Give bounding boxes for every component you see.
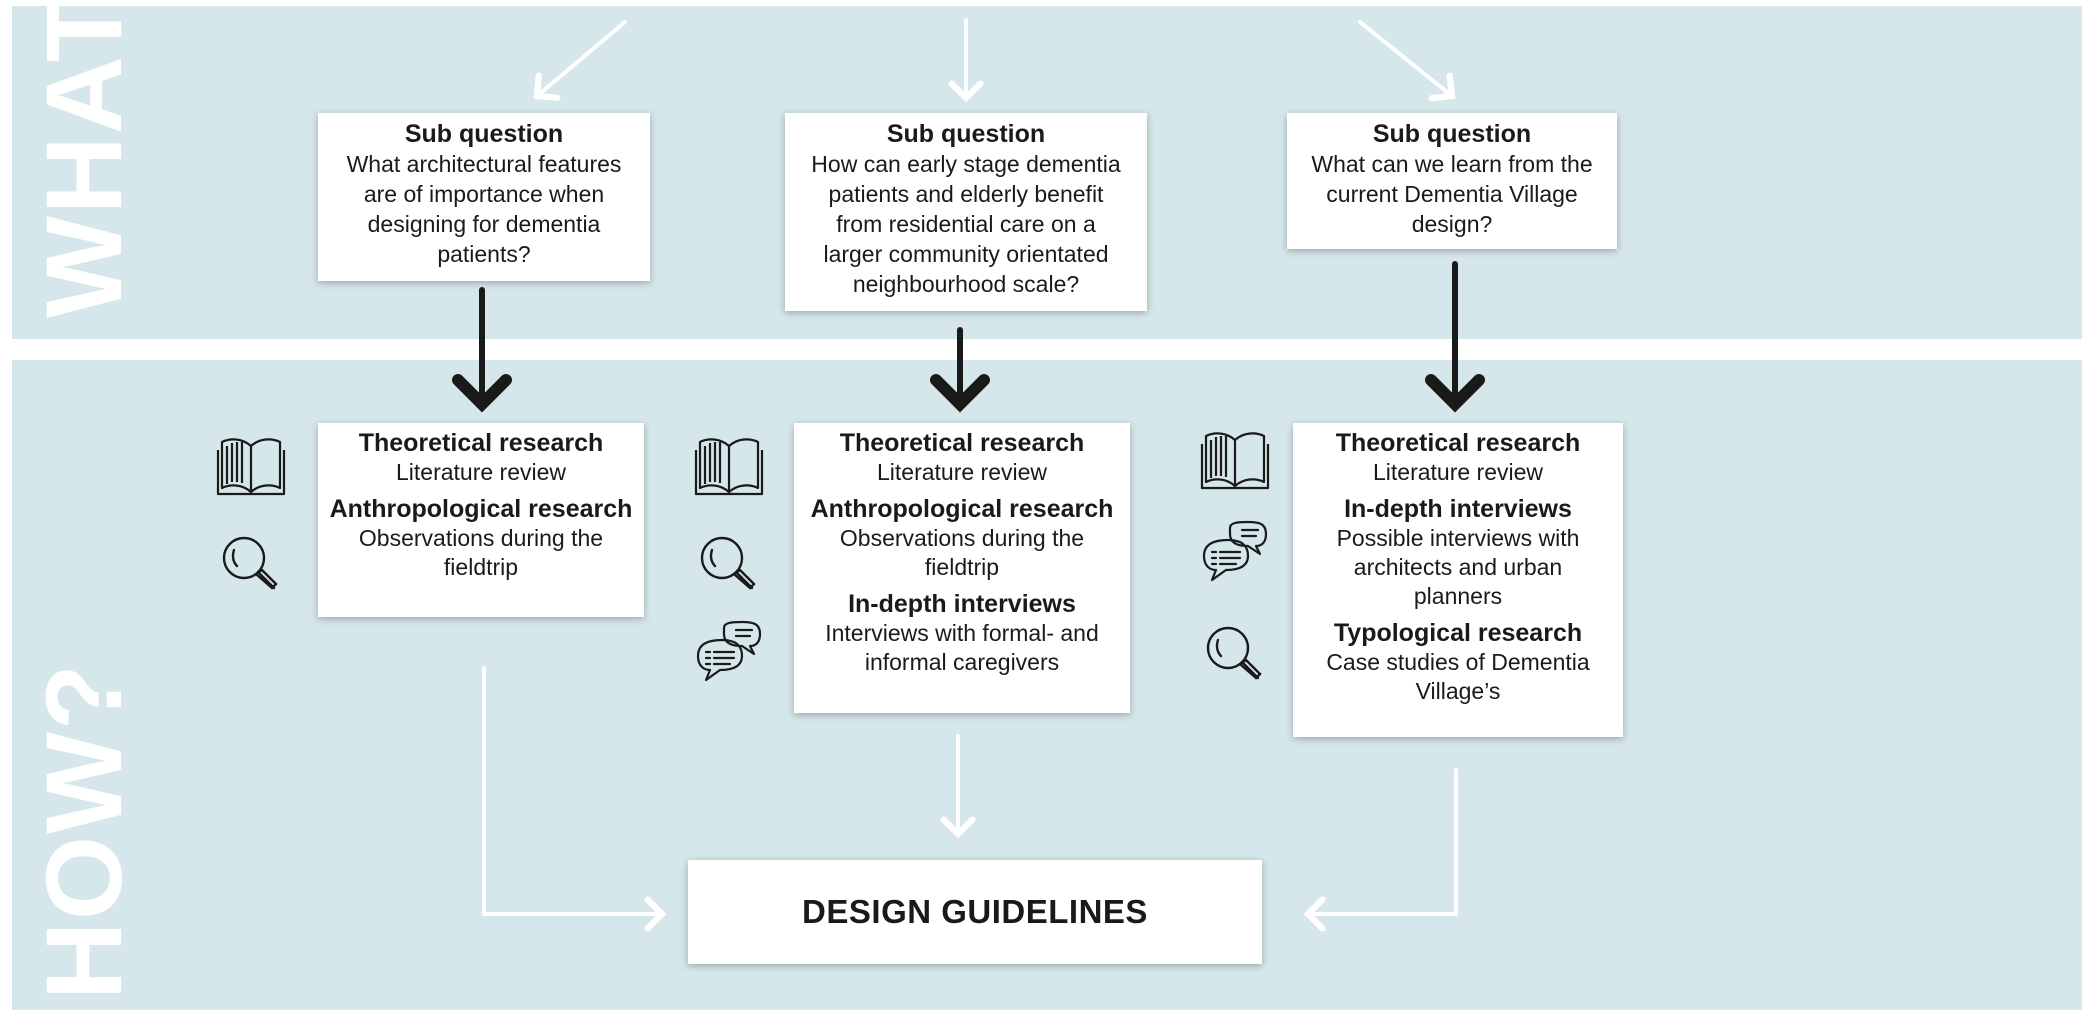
- method-line: architects and urban: [1353, 554, 1563, 580]
- method-title: Theoretical research: [358, 429, 604, 457]
- magnifier-icon: [700, 536, 756, 590]
- subquestion-line: larger community orientated: [823, 241, 1109, 267]
- subquestion-card-2: Sub question How can early stage dementi…: [785, 113, 1147, 311]
- method-title: Typological research: [1333, 619, 1583, 647]
- method-card-2: Theoretical research Literature review A…: [794, 423, 1130, 713]
- arrow-left-elbow: [482, 666, 667, 932]
- design-guidelines-card: DESIGN GUIDELINES: [688, 860, 1262, 964]
- book-icon: [1200, 432, 1270, 490]
- design-guidelines-label: DESIGN GUIDELINES: [802, 893, 1148, 930]
- subquestion-line: What can we learn from the: [1311, 151, 1593, 177]
- method-title: Theoretical research: [839, 429, 1085, 457]
- method-card-3: Theoretical research Literature review I…: [1293, 423, 1623, 737]
- subquestion-line: are of importance when: [363, 181, 605, 207]
- subquestion-line: neighbourhood scale?: [852, 271, 1080, 297]
- method-line: fieldtrip: [924, 554, 1000, 580]
- subquestion-title: Sub question: [886, 120, 1046, 148]
- method-title: In-depth interviews: [1344, 495, 1572, 523]
- book-icon: [216, 438, 286, 496]
- subquestion-card-1: Sub question What architectural features…: [318, 113, 650, 281]
- subquestion-line: from residential care on a: [836, 211, 1096, 237]
- method-line: Village’s: [1415, 678, 1501, 704]
- subquestion-title: Sub question: [1372, 120, 1532, 148]
- arrow-top-1: [533, 20, 627, 101]
- method-line: Observations during the: [839, 525, 1085, 551]
- method-title: Anthropological research: [329, 495, 633, 523]
- subquestion-line: patients?: [437, 241, 531, 267]
- speech-bubbles-icon: [1202, 520, 1268, 582]
- method-line: Literature review: [1372, 459, 1544, 485]
- subquestion-card-3: Sub question What can we learn from the …: [1287, 113, 1617, 249]
- subquestion-line: designing for dementia: [367, 211, 601, 237]
- subquestion-line: design?: [1411, 211, 1493, 237]
- subquestion-line: What architectural features: [346, 151, 622, 177]
- subquestion-line: How can early stage dementia: [811, 151, 1121, 177]
- book-icon: [694, 438, 764, 496]
- subquestion-line: patients and elderly benefit: [828, 181, 1104, 207]
- method-line: fieldtrip: [443, 554, 519, 580]
- subquestion-title: Sub question: [404, 120, 564, 148]
- method-title: Theoretical research: [1335, 429, 1581, 457]
- arrow-top-3: [1358, 20, 1456, 102]
- speech-bubbles-icon: [696, 620, 762, 682]
- arrow-right-elbow: [1303, 768, 1458, 932]
- method-line: informal caregivers: [864, 649, 1060, 675]
- method-card-1: Theoretical research Literature review A…: [318, 423, 644, 617]
- method-line: Observations during the: [358, 525, 604, 551]
- magnifier-icon: [222, 536, 278, 590]
- method-line: Literature review: [876, 459, 1048, 485]
- method-line: Possible interviews with: [1336, 525, 1580, 551]
- method-line: Literature review: [395, 459, 567, 485]
- method-title: Anthropological research: [810, 495, 1114, 523]
- method-line: Interviews with formal- and: [825, 620, 1099, 646]
- method-line: Case studies of Dementia: [1326, 649, 1590, 675]
- subquestion-line: current Dementia Village: [1326, 181, 1578, 207]
- method-line: planners: [1413, 583, 1503, 609]
- method-title: In-depth interviews: [848, 590, 1076, 618]
- magnifier-icon: [1206, 626, 1262, 680]
